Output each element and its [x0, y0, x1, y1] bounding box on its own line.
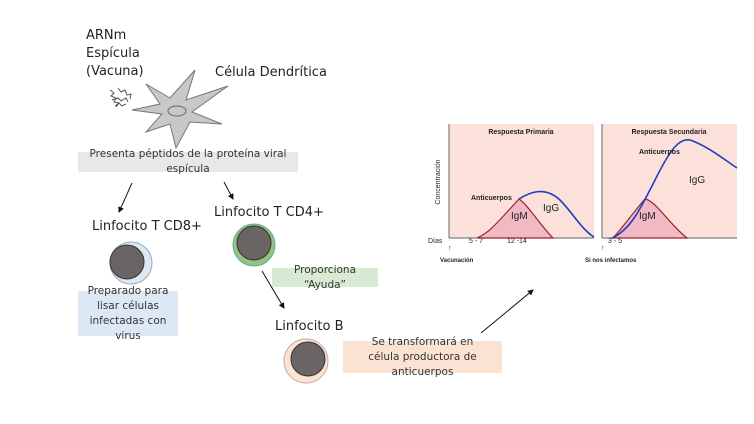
tick-12-14: 12 -14: [507, 238, 527, 245]
secondary-title: Respuesta Secundaria: [631, 129, 706, 136]
primary-title: Respuesta Primaria: [488, 129, 553, 136]
cd8-nucleus-icon: [109, 244, 145, 280]
cd8-caption-box: Preparado para lisar células infectadas …: [78, 285, 178, 342]
arrow-to-b-cell: [261, 270, 285, 309]
b-cell-label: Linfocito B: [275, 319, 344, 334]
mrna-icon: [109, 87, 132, 108]
cd4-nucleus-icon: [236, 225, 272, 261]
cd4-caption-box: Proporciona “Ayuda”: [272, 264, 378, 291]
nucleus-icon: [167, 105, 187, 117]
up-arrow-icon: ↑: [601, 245, 605, 252]
arrow-to-cd8: [118, 182, 133, 213]
primary-igm-label: IgM: [511, 211, 528, 222]
vaccine-line2: Espícula: [86, 46, 140, 61]
dendritic-caption-box: Presenta péptidos de la proteína viral e…: [78, 148, 298, 175]
up-arrow-icon: ↑: [448, 245, 452, 252]
primary-igg-label: IgG: [543, 203, 559, 214]
dendritic-cell-label: Célula Dendrítica: [215, 65, 327, 80]
b-nucleus-icon: [290, 341, 326, 377]
secondary-igg-label: IgG: [689, 175, 705, 186]
primary-igg-curve: [518, 190, 595, 238]
arrow-to-chart: [480, 289, 534, 334]
secondary-antibodies-label: Anticuerpos: [639, 149, 680, 156]
vaccine-line3: (Vacuna): [86, 64, 144, 79]
secondary-igm-label: IgM: [639, 211, 656, 222]
infection-label: Si nos infectamos: [585, 258, 637, 264]
b-cell-caption-box: Se transformará en célula productora de …: [343, 336, 502, 378]
secondary-igg-curve: [611, 138, 738, 239]
cd8-label: Linfocito T CD8+: [92, 219, 202, 234]
vaccination-label: Vacunación: [440, 258, 474, 264]
antibody-chart: Respuesta Primaria Respuesta Secundaria …: [428, 124, 738, 264]
cd4-label: Linfocito T CD4+: [214, 205, 324, 220]
tick-5-7: 5 - 7: [469, 238, 483, 245]
arrow-to-cd4: [223, 181, 234, 200]
days-label: Días: [428, 238, 443, 245]
primary-antibodies-label: Anticuerpos: [471, 195, 512, 202]
secondary-panel: [602, 124, 737, 238]
vaccine-line1: ARNm: [86, 28, 127, 43]
y-axis-label: Concentración: [435, 159, 442, 204]
tick-3-5: 3 - 5: [608, 238, 622, 245]
